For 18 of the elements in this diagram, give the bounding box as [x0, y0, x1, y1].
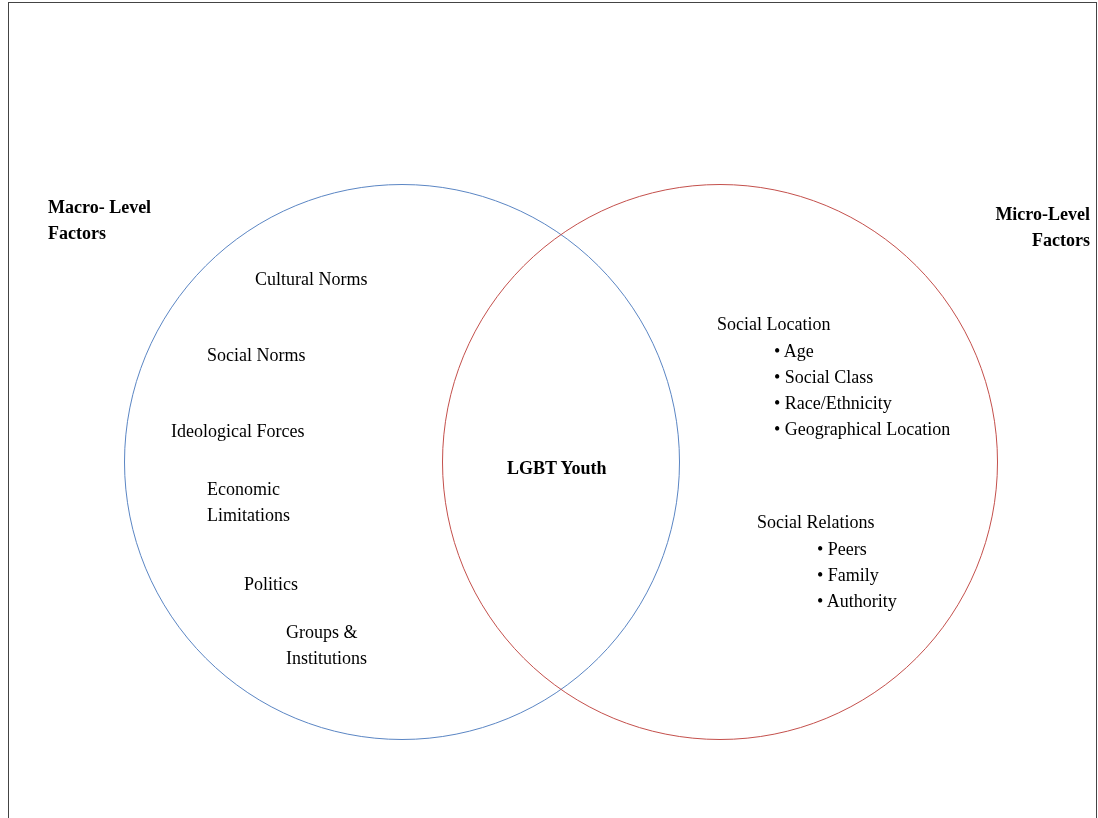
factor-text: Cultural Norms: [255, 268, 368, 291]
factor-text: • Family: [817, 564, 879, 587]
factor-text: Social Location: [717, 313, 831, 336]
factor-text: • Social Class: [774, 366, 874, 389]
factor-text: • Age: [774, 340, 814, 363]
factor-text: Politics: [244, 573, 298, 596]
factor-text: • Authority: [817, 590, 897, 613]
factor-text: Social Norms: [207, 344, 306, 367]
factor-text: Ideological Forces: [171, 420, 305, 443]
circle-heading: Macro- Level Factors: [48, 196, 153, 245]
factor-text: • Geographical Location: [774, 418, 951, 441]
factor-text: • Peers: [817, 538, 867, 561]
factor-text: Economic Limitations: [207, 478, 291, 527]
factor-text: • Race/Ethnicity: [774, 392, 892, 415]
factor-text: Social Relations: [757, 511, 875, 534]
center-label: LGBT Youth: [507, 457, 607, 480]
factor-text: Groups & Institutions: [286, 621, 368, 670]
circle-heading: Micro-Level Factors: [994, 203, 1090, 252]
